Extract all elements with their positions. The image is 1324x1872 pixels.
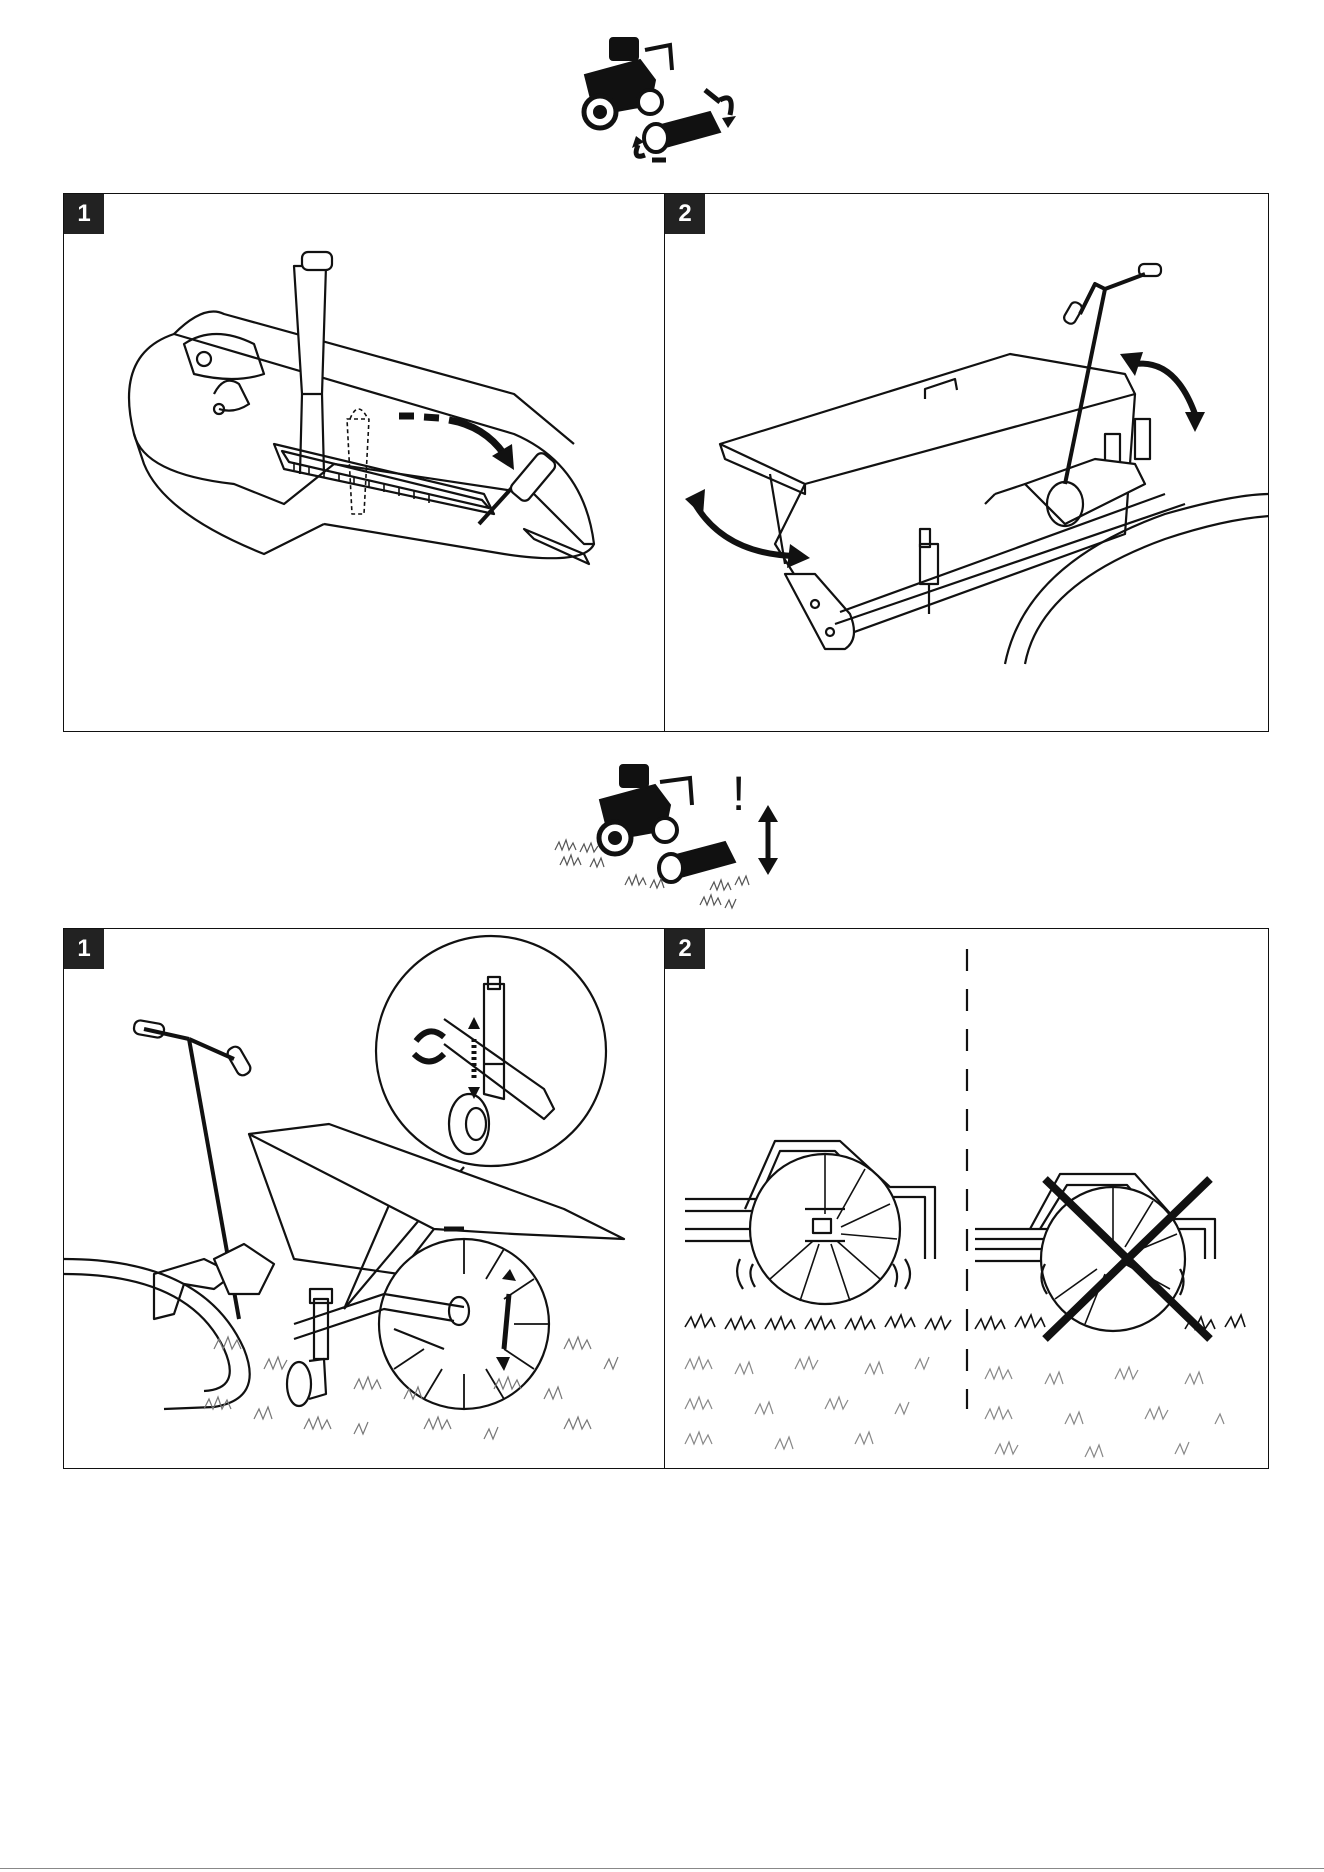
blade-depth-comparison bbox=[665, 929, 1269, 1469]
up-down-arrow-icon bbox=[758, 805, 778, 875]
step-panel-console: 1 bbox=[63, 193, 666, 732]
warning-mark: ! bbox=[732, 768, 745, 821]
deck-raise-illustration bbox=[665, 194, 1269, 732]
depth-wheel-illustration bbox=[64, 929, 666, 1469]
step-panel-blade-depth: 2 bbox=[664, 928, 1269, 1469]
tractor-scarifier-grass-icon: ! bbox=[550, 760, 790, 920]
page-footer-line bbox=[0, 1868, 1324, 1869]
console-lever-illustration bbox=[64, 194, 666, 732]
tractor-scarifier-icon bbox=[570, 20, 760, 170]
step-panel-deck-raise: 2 bbox=[664, 193, 1269, 732]
step-panel-depth-wheel: 1 bbox=[63, 928, 666, 1469]
